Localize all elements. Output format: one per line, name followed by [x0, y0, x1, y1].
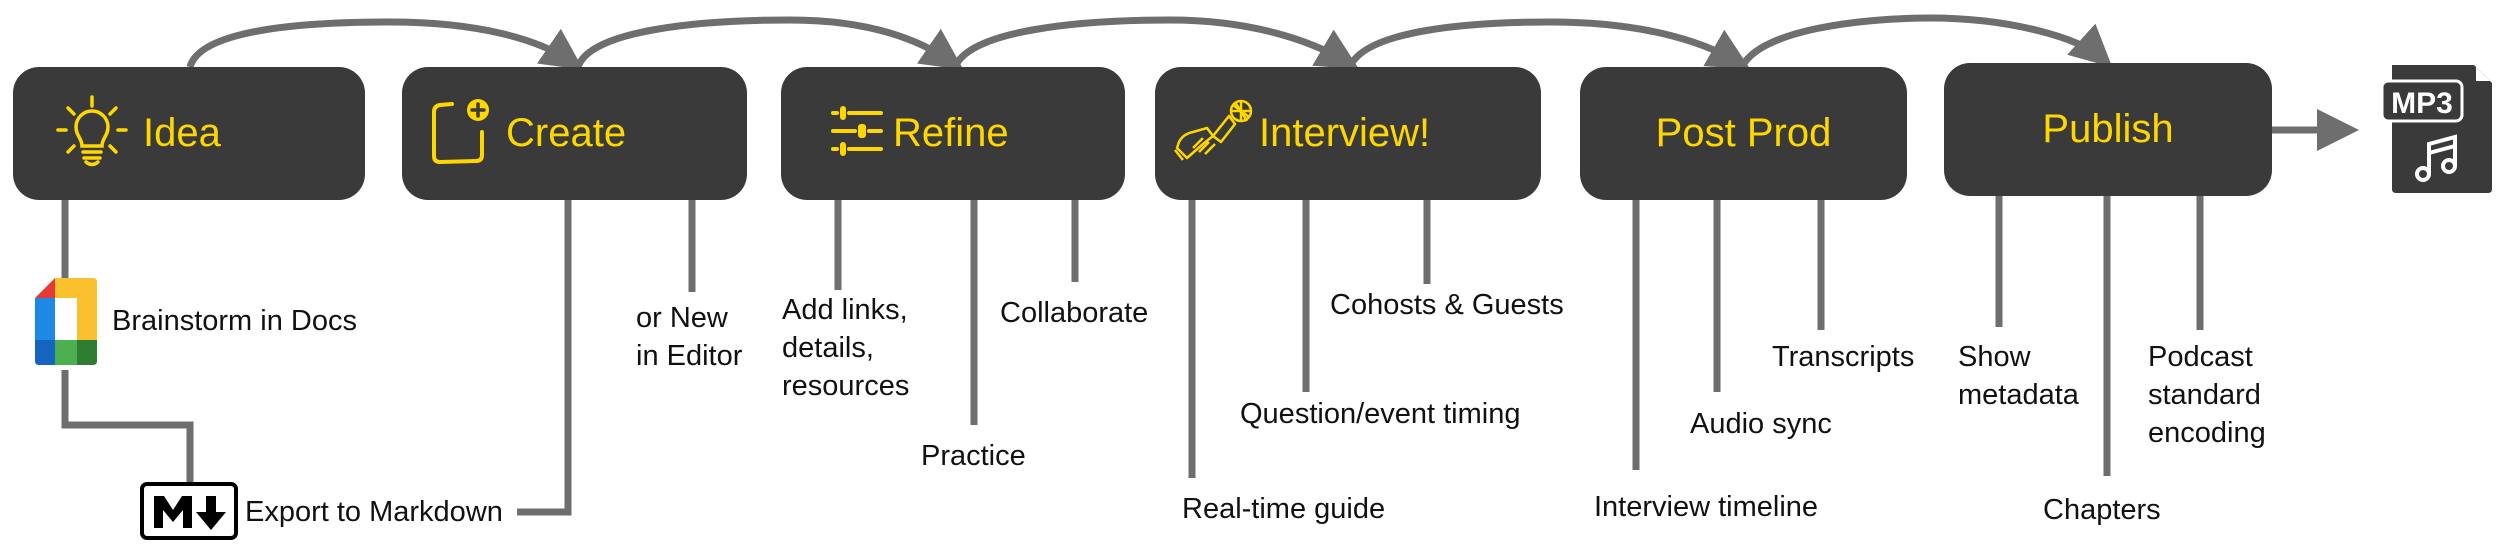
mp3-label: MP3: [2391, 87, 2453, 120]
handshake-microphone-icon: [1173, 98, 1255, 169]
google-docs-icon: [35, 278, 97, 365]
note-realtime-guide: Real-time guide: [1182, 493, 1386, 525]
note-practice: Practice: [921, 440, 1026, 472]
flow-arrow-create-refine: [574, 16, 964, 70]
stage-refine[interactable]: Refine: [781, 67, 1125, 200]
stage-postprod[interactable]: Post Prod: [1580, 67, 1907, 200]
note-collaborate: Collaborate: [1000, 297, 1149, 329]
lightbulb-icon: [55, 94, 129, 173]
flow-arrow-idea-create: [186, 18, 584, 70]
connector-markdown-create: [517, 200, 572, 516]
note-add-links: Add links, details, resources: [782, 294, 910, 402]
note-podcast-encoding: Podcast standard encoding: [2148, 341, 2266, 449]
note-chapters: Chapters: [2043, 494, 2161, 526]
note-interview-timeline: Interview timeline: [1594, 491, 1819, 523]
note-show-metadata: Show metadata: [1958, 341, 2079, 411]
mp3-file-icon: MP3: [2378, 63, 2496, 195]
note-transcripts: Transcripts: [1772, 341, 1915, 373]
stage-label-create: Create: [506, 111, 627, 155]
note-export-to-markdown: Export to Markdown: [245, 496, 503, 528]
stage-publish[interactable]: Publish: [1944, 63, 2272, 196]
flow-arrow-interview-postprod: [1346, 18, 1751, 70]
markdown-icon: [140, 482, 238, 540]
flow-arrow-refine-interview: [951, 16, 1360, 70]
note-audio-sync: Audio sync: [1690, 408, 1832, 440]
stage-label-idea: Idea: [143, 111, 221, 155]
note-brainstorm-in-docs: Brainstorm in Docs: [112, 305, 357, 337]
stage-label-publish: Publish: [2042, 107, 2174, 151]
stage-label-refine: Refine: [893, 111, 1009, 155]
stage-create[interactable]: Create: [402, 67, 747, 200]
flow-arrow-postprod-publish: [1738, 14, 2113, 69]
stage-label-postprod: Post Prod: [1655, 111, 1832, 155]
sliders-icon: [831, 103, 883, 164]
connector-docs-markdown: [61, 370, 194, 482]
stage-idea[interactable]: Idea: [13, 67, 365, 200]
new-document-icon: [430, 96, 492, 171]
stage-interview[interactable]: Interview!: [1155, 67, 1541, 200]
note-new-in-editor: or New in Editor: [636, 302, 743, 372]
stage-label-interview: Interview!: [1259, 111, 1431, 155]
note-cohosts-guests: Cohosts & Guests: [1330, 289, 1564, 321]
note-question-timing: Question/event timing: [1240, 398, 1521, 430]
